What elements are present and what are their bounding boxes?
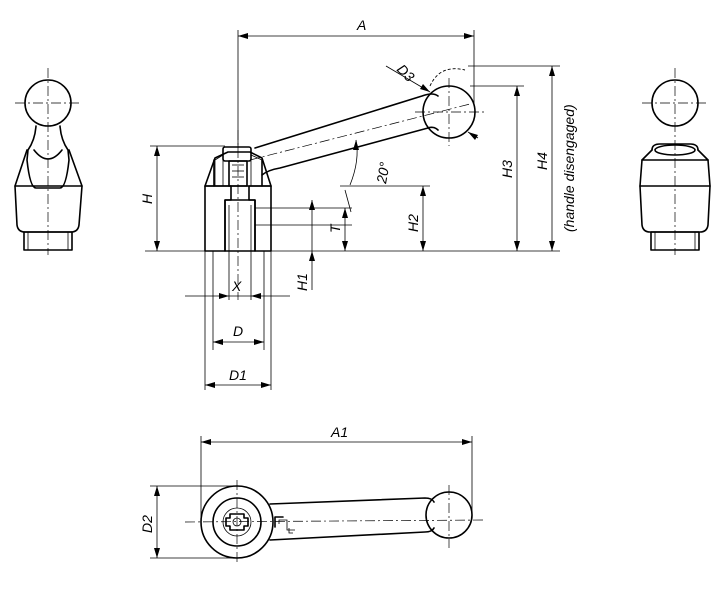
label-H3: H3 [499, 160, 515, 178]
top-view [184, 480, 486, 565]
left-side-view [14, 68, 83, 255]
brand-logo-icon [274, 516, 295, 534]
label-D1: D1 [229, 367, 247, 383]
label-A: A [356, 17, 366, 33]
label-A1: A1 [330, 424, 348, 440]
label-H: H [139, 193, 155, 204]
dimensions-top [150, 436, 473, 559]
front-section-view [145, 68, 560, 300]
label-X: X [231, 278, 242, 294]
label-H4: H4 [534, 152, 550, 170]
label-T: T [327, 223, 343, 233]
label-D3: D3 [394, 61, 418, 85]
label-D2: D2 [139, 515, 155, 533]
dimensions-front [150, 30, 560, 390]
label-H4-note: (handle disengaged) [561, 104, 577, 232]
label-H2: H2 [405, 214, 421, 232]
label-H1: H1 [294, 273, 310, 291]
right-side-view [639, 68, 711, 255]
dimension-labels: A H T H1 H2 H3 H4 (handle disengaged) D3… [139, 17, 577, 533]
label-D: D [233, 323, 243, 339]
label-angle: 20° [373, 160, 393, 185]
